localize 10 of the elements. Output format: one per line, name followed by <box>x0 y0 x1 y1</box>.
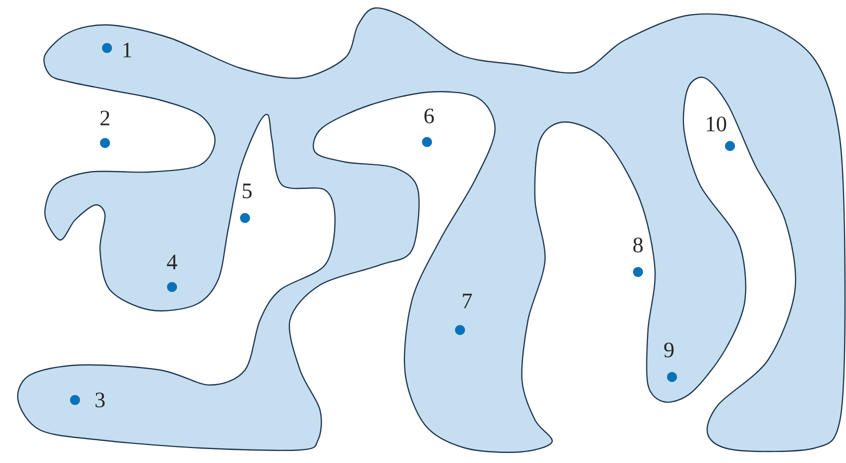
point-label: 2 <box>100 110 110 126</box>
point-label: 4 <box>166 254 178 270</box>
point-label: 9 <box>664 342 674 358</box>
point-label: 6 <box>424 108 434 124</box>
point-label: 1 <box>123 42 132 58</box>
point-label: 7 <box>462 294 472 308</box>
point-label: 10 <box>706 116 726 132</box>
point-label: 3 <box>96 392 105 408</box>
point-label: 5 <box>242 184 252 198</box>
point-label: 8 <box>633 238 643 252</box>
